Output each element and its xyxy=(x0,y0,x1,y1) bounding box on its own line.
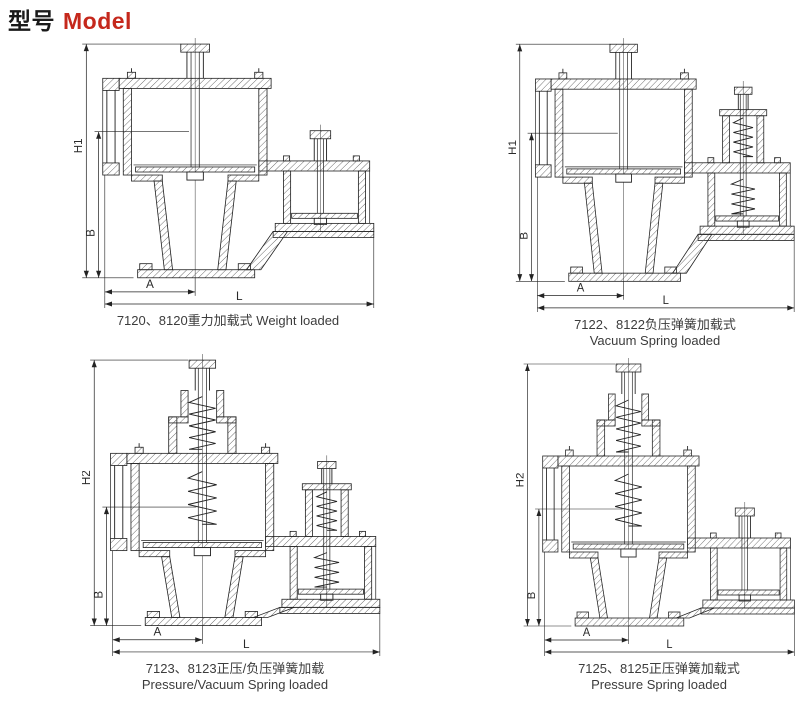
svg-text:H1: H1 xyxy=(508,140,519,155)
svg-text:B: B xyxy=(84,229,97,237)
svg-text:A: A xyxy=(583,627,591,639)
svg-text:B: B xyxy=(526,592,538,600)
figure-caption: 7125、8125正压弹簧加载式 Pressure Spring loaded xyxy=(516,661,802,693)
svg-text:H2: H2 xyxy=(82,470,93,485)
svg-text:H2: H2 xyxy=(516,473,527,488)
svg-text:L: L xyxy=(666,639,672,651)
figure-caption: 7122、8122负压弹簧加载式 Vacuum Spring loaded xyxy=(508,317,802,349)
svg-text:A: A xyxy=(146,278,154,291)
svg-text:B: B xyxy=(519,232,531,240)
title-chinese: 型号 xyxy=(8,8,55,34)
caption-english: Vacuum Spring loaded xyxy=(589,333,721,348)
caption-models: 7120、8120重力加载式 Weight loaded xyxy=(116,313,340,328)
svg-text:L: L xyxy=(243,638,250,651)
svg-text:L: L xyxy=(236,290,243,303)
page-title: 型号 Model xyxy=(8,2,132,36)
caption-english: Pressure Spring loaded xyxy=(591,677,727,692)
caption-models: 7122、8122负压弹簧加载式 xyxy=(574,317,736,332)
caption-models: 7123、8123正压/负压弹簧加载 xyxy=(145,661,325,676)
figure-caption: 7120、8120重力加载式 Weight loaded xyxy=(74,313,382,329)
caption-models: 7125、8125正压弹簧加载式 xyxy=(578,661,740,676)
svg-text:B: B xyxy=(92,591,105,599)
valve-drawing-vacuum-spring-loaded: H1B A L xyxy=(508,38,795,312)
svg-text:L: L xyxy=(663,295,670,307)
valve-drawing-pressure-vacuum-spring-loaded: H2B A L xyxy=(82,354,381,656)
svg-text:H1: H1 xyxy=(74,138,85,153)
caption-english: Pressure/Vacuum Spring loaded xyxy=(141,677,329,692)
valve-drawing-weight-loaded: H1B A L xyxy=(74,38,375,308)
title-english: Model xyxy=(63,8,132,34)
figure-caption: 7123、8123正压/负压弹簧加载 Pressure/Vacuum Sprin… xyxy=(82,661,388,693)
valve-drawing-pressure-spring-loaded: H2B A L xyxy=(516,358,795,656)
svg-text:A: A xyxy=(577,282,585,294)
svg-text:A: A xyxy=(154,626,162,639)
